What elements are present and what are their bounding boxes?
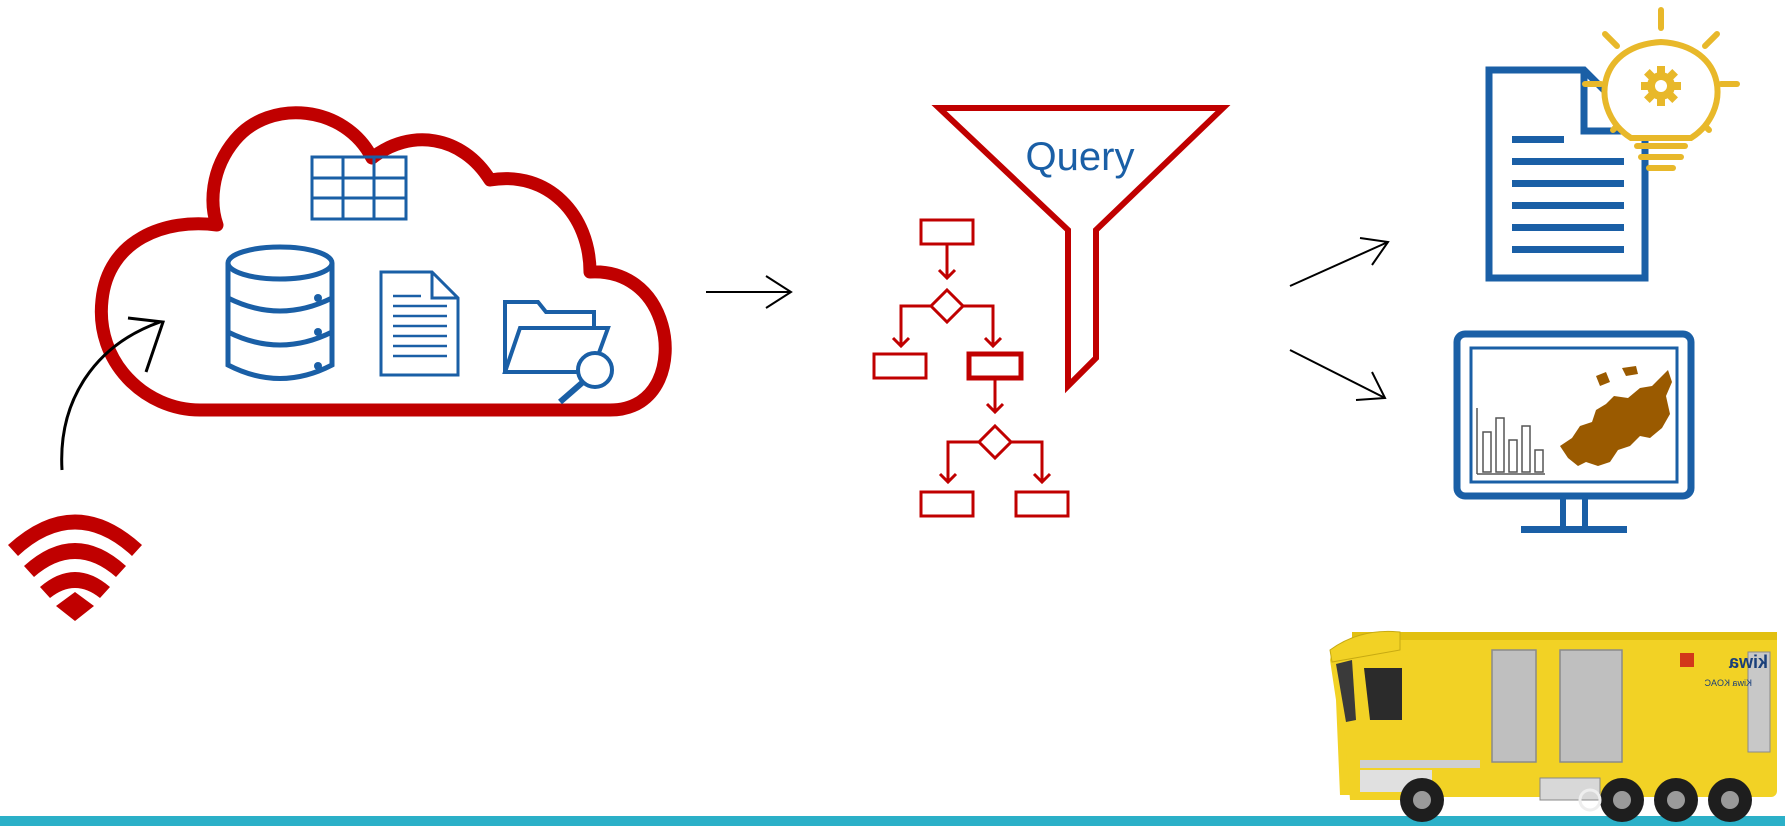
funnel-outline	[931, 105, 1231, 394]
europe-map-icon	[1560, 366, 1672, 466]
table-icon	[310, 155, 408, 221]
flowchart-icon	[872, 218, 1070, 518]
arrow-to-report	[1289, 237, 1390, 287]
ingest-arrow-head	[127, 316, 166, 373]
arrow-to-dashboard	[1289, 349, 1387, 401]
query-label: Query	[1026, 135, 1135, 179]
report-document-icon	[1485, 66, 1649, 282]
folder-search-icon	[502, 300, 614, 405]
lightbulb-gear-icon	[1582, 7, 1740, 171]
database-icon	[225, 244, 335, 381]
document-icon	[379, 270, 460, 377]
inspection-truck-image: kiwa Kiwa KOAC	[1329, 630, 1777, 822]
bar-chart-icon	[1476, 408, 1545, 475]
wifi-icon	[8, 514, 142, 621]
cloud-storage-group	[60, 106, 672, 471]
arrow-to-query	[706, 275, 793, 309]
gear-icon	[1641, 66, 1681, 106]
bottom-accent-bar	[0, 816, 1785, 826]
ingest-arrow	[60, 320, 161, 471]
truck-logo-subtext: Kiwa KOAC	[1704, 678, 1752, 688]
dashboard-monitor-icon	[1453, 330, 1695, 533]
query-funnel: Query	[931, 105, 1231, 394]
truck-logo-text: kiwa	[1728, 652, 1768, 672]
